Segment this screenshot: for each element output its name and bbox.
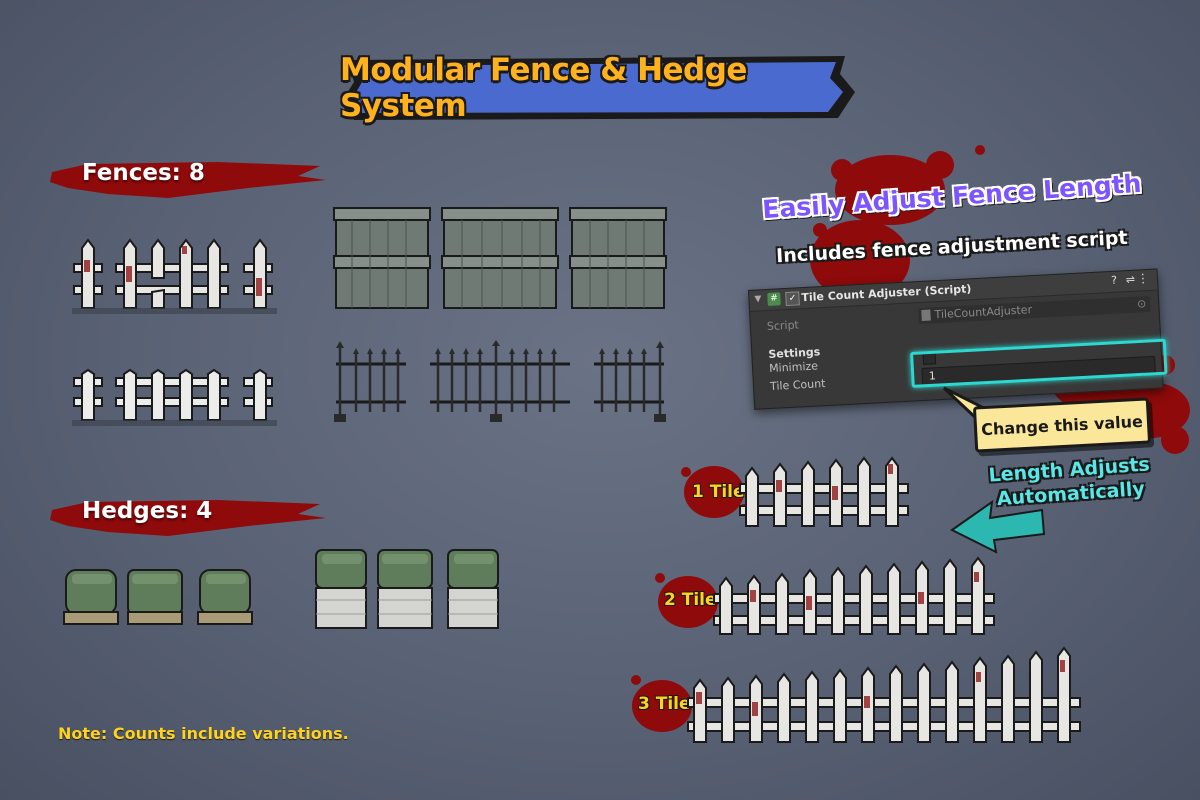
picket-fence-damaged-set [72,238,277,314]
hedges-brush-stroke [50,500,326,536]
help-icon[interactable]: ? [1110,273,1118,287]
script-value: TileCountAdjuster [934,303,1033,322]
script-label: Script [766,318,800,334]
change-value-callout: Change this value [972,397,1152,453]
page-title: Modular Fence & Hedge System [340,52,747,124]
wooden-plank-fence-set [333,207,667,309]
script-file-icon [921,309,931,321]
hedge-set [63,549,499,629]
foldout-arrow-icon[interactable]: ▼ [754,294,762,305]
fences-count-label: Fences: 8 [82,160,205,186]
component-title: Tile Count Adjuster (Script) [801,282,972,305]
fence-3-tile [687,646,1081,743]
tile-count-label: Tile Count [769,377,826,393]
object-picker-icon[interactable]: ⊙ [1136,297,1147,311]
iron-fence-set [334,340,666,422]
title-banner-shape [344,56,855,120]
fences-brush-stroke [50,162,326,198]
preset-icon[interactable]: ⇌ [1125,272,1136,287]
note-text: Note: Counts include variations. [58,724,349,743]
script-component-icon: # [767,292,781,306]
tile-label-3: 3 Tile [638,694,691,714]
tile-label-2: 2 Tile [664,590,717,610]
more-options-icon[interactable]: ⋮ [1136,271,1150,286]
arrow-left-icon [950,499,1046,554]
hedges-count-label: Hedges: 4 [82,498,213,524]
blood-splatter-right [810,145,1190,454]
minimize-label: Minimize [768,359,819,375]
tile-label-1: 1 Tile [692,482,745,502]
component-enabled-checkbox[interactable]: ✓ [785,291,800,307]
fence-1-tile [739,456,909,527]
picket-fence-clean-set [72,368,277,426]
title-banner: Modular Fence & Hedge System [340,52,860,124]
fence-2-tile [713,556,995,635]
